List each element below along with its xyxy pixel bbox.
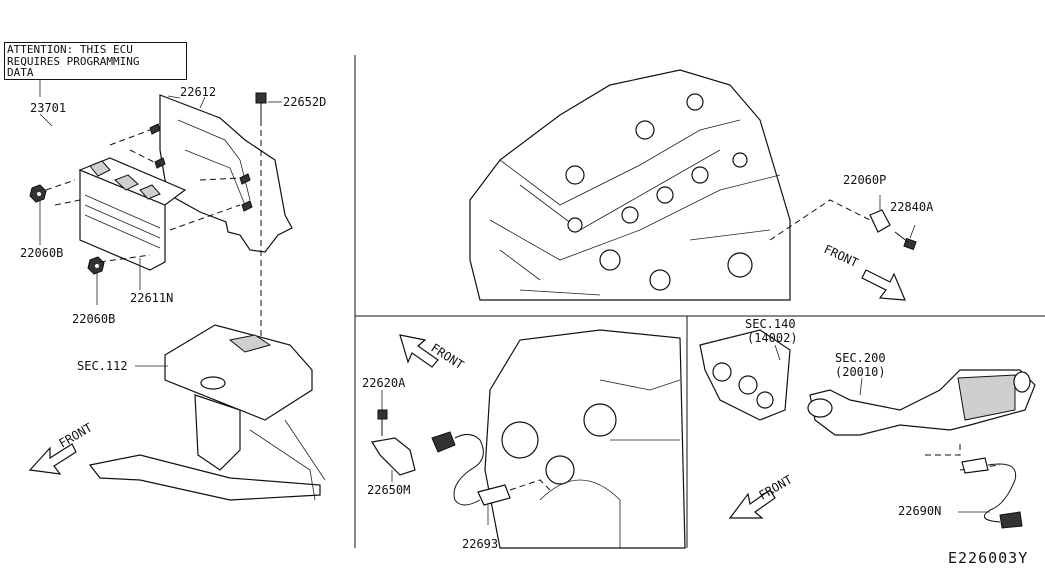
front-arrows bbox=[28, 269, 906, 519]
label-23701: 23701 bbox=[30, 101, 66, 115]
oxygen-sensor bbox=[477, 484, 511, 506]
diagram-id: E226003Y bbox=[948, 549, 1028, 567]
label-sec112: SEC.112 bbox=[77, 359, 128, 373]
ecu-bracket bbox=[159, 94, 293, 253]
attention-note: ATTENTION: THIS ECU REQUIRES PROGRAMMING… bbox=[4, 42, 187, 80]
front-arrow-icon bbox=[28, 443, 77, 475]
label-22840a: 22840A bbox=[890, 200, 934, 214]
exhaust-panel bbox=[699, 329, 1036, 529]
label-sec200: SEC.200 bbox=[835, 351, 886, 365]
ecu-panel bbox=[29, 80, 326, 501]
label-sec200-sub: (20010) bbox=[835, 365, 886, 379]
attention-line-1: ATTENTION: THIS ECU bbox=[7, 43, 133, 56]
label-22620a: 22620A bbox=[362, 376, 406, 390]
label-front-1: FRONT bbox=[57, 420, 95, 450]
engine-head bbox=[469, 69, 917, 301]
engine-block-panel bbox=[371, 329, 686, 549]
label-22690n: 22690N bbox=[898, 504, 941, 518]
label-22060b-a: 22060B bbox=[20, 246, 63, 260]
sensor-bracket bbox=[371, 437, 416, 476]
label-sec140: SEC.140 bbox=[745, 317, 796, 331]
oxygen-sensor-2 bbox=[961, 457, 989, 474]
label-22611n: 22611N bbox=[130, 291, 173, 305]
attention-line-3: DATA bbox=[7, 66, 34, 79]
front-arrow-icon bbox=[861, 269, 906, 301]
label-22693: 22693 bbox=[462, 537, 498, 551]
connector-icon-2 bbox=[999, 511, 1023, 529]
label-22652d: 22652D bbox=[283, 95, 326, 109]
connector-icon bbox=[431, 431, 456, 453]
label-front-2: FRONT bbox=[822, 242, 861, 270]
label-22612: 22612 bbox=[180, 85, 216, 99]
front-arrow-icon bbox=[399, 334, 439, 368]
attention-line-2: REQUIRES PROGRAMMING bbox=[7, 54, 140, 68]
label-22650m: 22650M bbox=[367, 483, 410, 497]
label-sec140-sub: (14002) bbox=[747, 331, 798, 345]
label-22060p: 22060P bbox=[843, 173, 886, 187]
mount-plate bbox=[164, 324, 313, 421]
label-22060b-b: 22060B bbox=[72, 312, 115, 326]
section-dividers bbox=[354, 55, 1045, 548]
knock-sensor bbox=[869, 209, 891, 233]
front-arrow-icon bbox=[728, 489, 776, 519]
label-front-3: FRONT bbox=[428, 341, 466, 372]
